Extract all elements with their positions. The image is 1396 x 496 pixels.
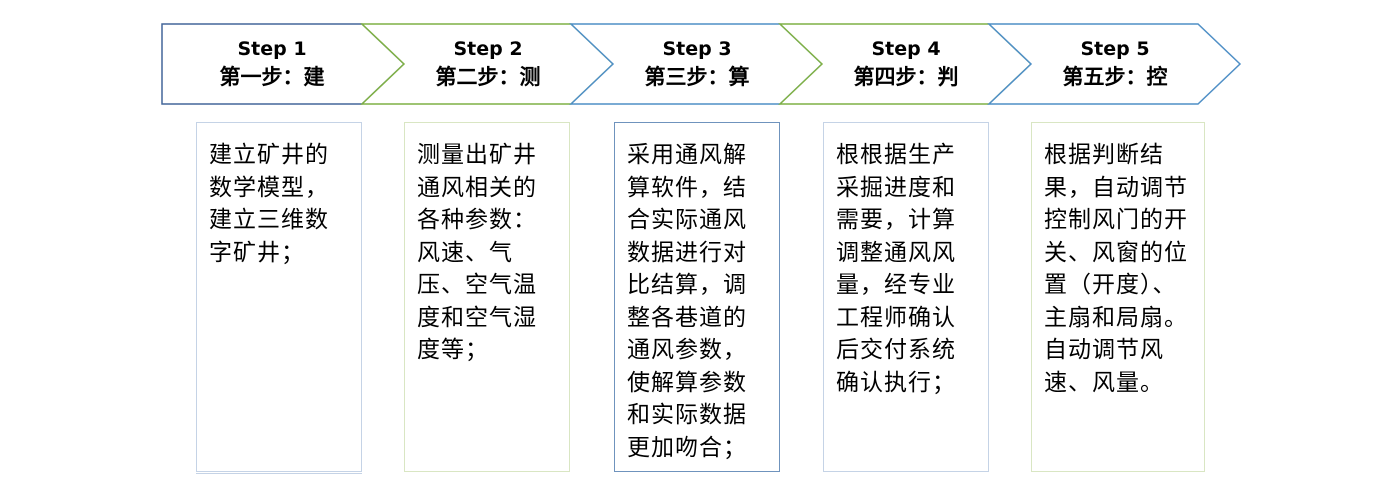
step-3-description: 采用通风解算软件，结合实际通风数据进行对比结算，调整各巷道的通风参数，使解算参数… [627, 142, 747, 461]
step-1-english-label: Step 1 [237, 38, 307, 60]
step-3-header: Step 3 第三步：算 [597, 38, 797, 90]
step-2-chinese-label: 第二步：测 [435, 64, 541, 89]
step-3-chinese-label: 第三步：算 [644, 64, 750, 89]
step-5-header: Step 5 第五步：控 [1015, 38, 1215, 90]
step-2-header: Step 2 第二步：测 [388, 38, 588, 90]
step-2-english-label: Step 2 [453, 38, 523, 60]
step-1-chinese-label: 第一步：建 [219, 64, 325, 89]
step-2-description-box: 测量出矿井通风相关的各种参数：风速、气压、空气温度和空气湿度等； [404, 122, 570, 472]
chevron-step-5 [987, 23, 1242, 105]
step-3-description-box: 采用通风解算软件，结合实际通风数据进行对比结算，调整各巷道的通风参数，使解算参数… [614, 122, 780, 472]
step-5-description: 根据判断结果，自动调节控制风门的开关、风窗的位置（开度）、主扇和局扇。自动调节风… [1044, 142, 1188, 396]
step-1-description: 建立矿井的数学模型，建立三维数字矿井； [209, 142, 329, 266]
step-3-english-label: Step 3 [662, 38, 732, 60]
step-1-header: Step 1 第一步：建 [172, 38, 372, 90]
step-5-english-label: Step 5 [1080, 38, 1150, 60]
step-4-header: Step 4 第四步：判 [806, 38, 1006, 90]
step-1-box-underline [196, 473, 362, 474]
step-5-chinese-label: 第五步：控 [1062, 64, 1168, 89]
step-2-description: 测量出矿井通风相关的各种参数：风速、气压、空气温度和空气湿度等； [417, 142, 537, 363]
step-4-description-box: 根根据生产采掘进度和需要，计算调整通风风量，经专业工程师确认后交付系统确认执行； [823, 122, 989, 472]
step-5-description-box: 根据判断结果，自动调节控制风门的开关、风窗的位置（开度）、主扇和局扇。自动调节风… [1031, 122, 1205, 472]
step-4-chinese-label: 第四步：判 [853, 64, 959, 89]
step-4-description: 根根据生产采掘进度和需要，计算调整通风风量，经专业工程师确认后交付系统确认执行； [836, 142, 956, 396]
step-4-english-label: Step 4 [871, 38, 941, 60]
step-1-description-box: 建立矿井的数学模型，建立三维数字矿井； [196, 122, 362, 474]
